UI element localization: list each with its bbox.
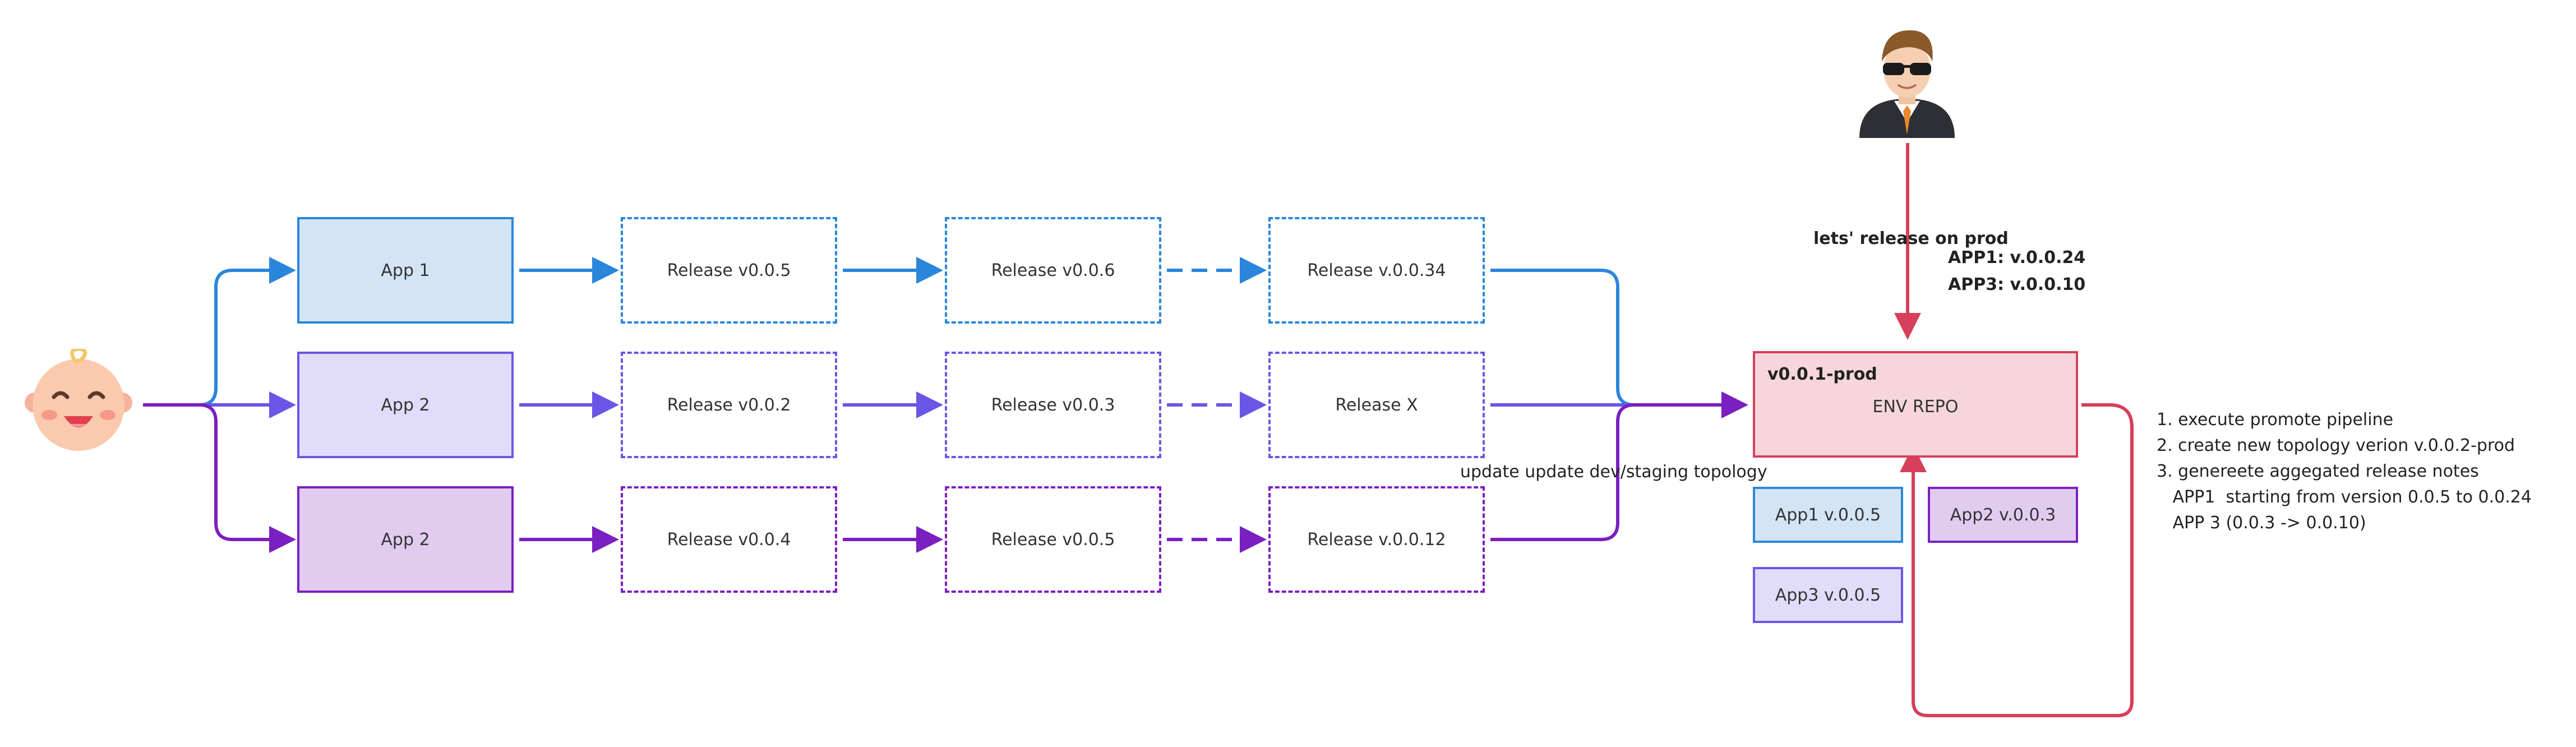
arrow-rel3-to-env-row1	[1490, 269, 1745, 407]
env-repo-version: v0.0.1-prod	[1767, 365, 1877, 384]
note-line: 2. create new topology verion v.0.0.2-pr…	[2157, 436, 2515, 455]
man-with-sunglasses-icon	[1859, 30, 1955, 138]
arrow-rel3-to-env-row3	[1490, 391, 1748, 541]
release-box: Release X	[1268, 352, 1485, 458]
release-box: Release v.0.0.12	[1268, 486, 1485, 593]
release-on-prod-label: lets' release on prod	[1813, 229, 2009, 248]
baby-face-icon	[25, 349, 132, 451]
env-app-chip: App3 v.0.0.5	[1753, 567, 1903, 623]
release-box: Release v0.0.6	[945, 217, 1161, 324]
env-app-chip: App2 v.0.0.3	[1928, 487, 2078, 543]
release-box: Release v.0.0.34	[1268, 217, 1485, 324]
promote-notes: 1. execute promote pipeline 2. create ne…	[2157, 407, 2532, 536]
env-app-chip: App1 v.0.0.5	[1753, 487, 1903, 543]
note-line: APP 3 (0.0.3 -> 0.0.10)	[2157, 513, 2366, 533]
release-box: Release v0.0.5	[945, 486, 1161, 593]
env-repo-box: v0.0.1-prod ENV REPO	[1753, 351, 2078, 458]
note-line: 3. genereete aggegated release notes	[2157, 462, 2479, 481]
arrow-dev-to-app3	[143, 403, 296, 553]
release-box: Release v0.0.3	[945, 352, 1161, 458]
note-line: APP1 starting from version 0.0.5 to 0.0.…	[2157, 487, 2532, 507]
arrow-dev-to-app1	[143, 257, 296, 407]
arrow-env-loop	[1900, 403, 2134, 717]
app1-version-label: APP1: v.0.0.24	[1948, 248, 2086, 268]
app-box-3: App 2	[297, 486, 514, 593]
app-box-2: App 2	[297, 352, 514, 458]
release-box: Release v0.0.4	[621, 486, 837, 593]
app-box-1: App 1	[297, 217, 514, 324]
app3-version-label: APP3: v.0.0.10	[1948, 275, 2086, 294]
env-repo-name: ENV REPO	[1872, 397, 1959, 417]
release-box: Release v0.0.5	[621, 217, 837, 324]
update-topology-label: update update dev/staging topology	[1460, 462, 1767, 482]
release-box: Release v0.0.2	[621, 352, 837, 458]
note-line: 1. execute promote pipeline	[2157, 410, 2394, 430]
